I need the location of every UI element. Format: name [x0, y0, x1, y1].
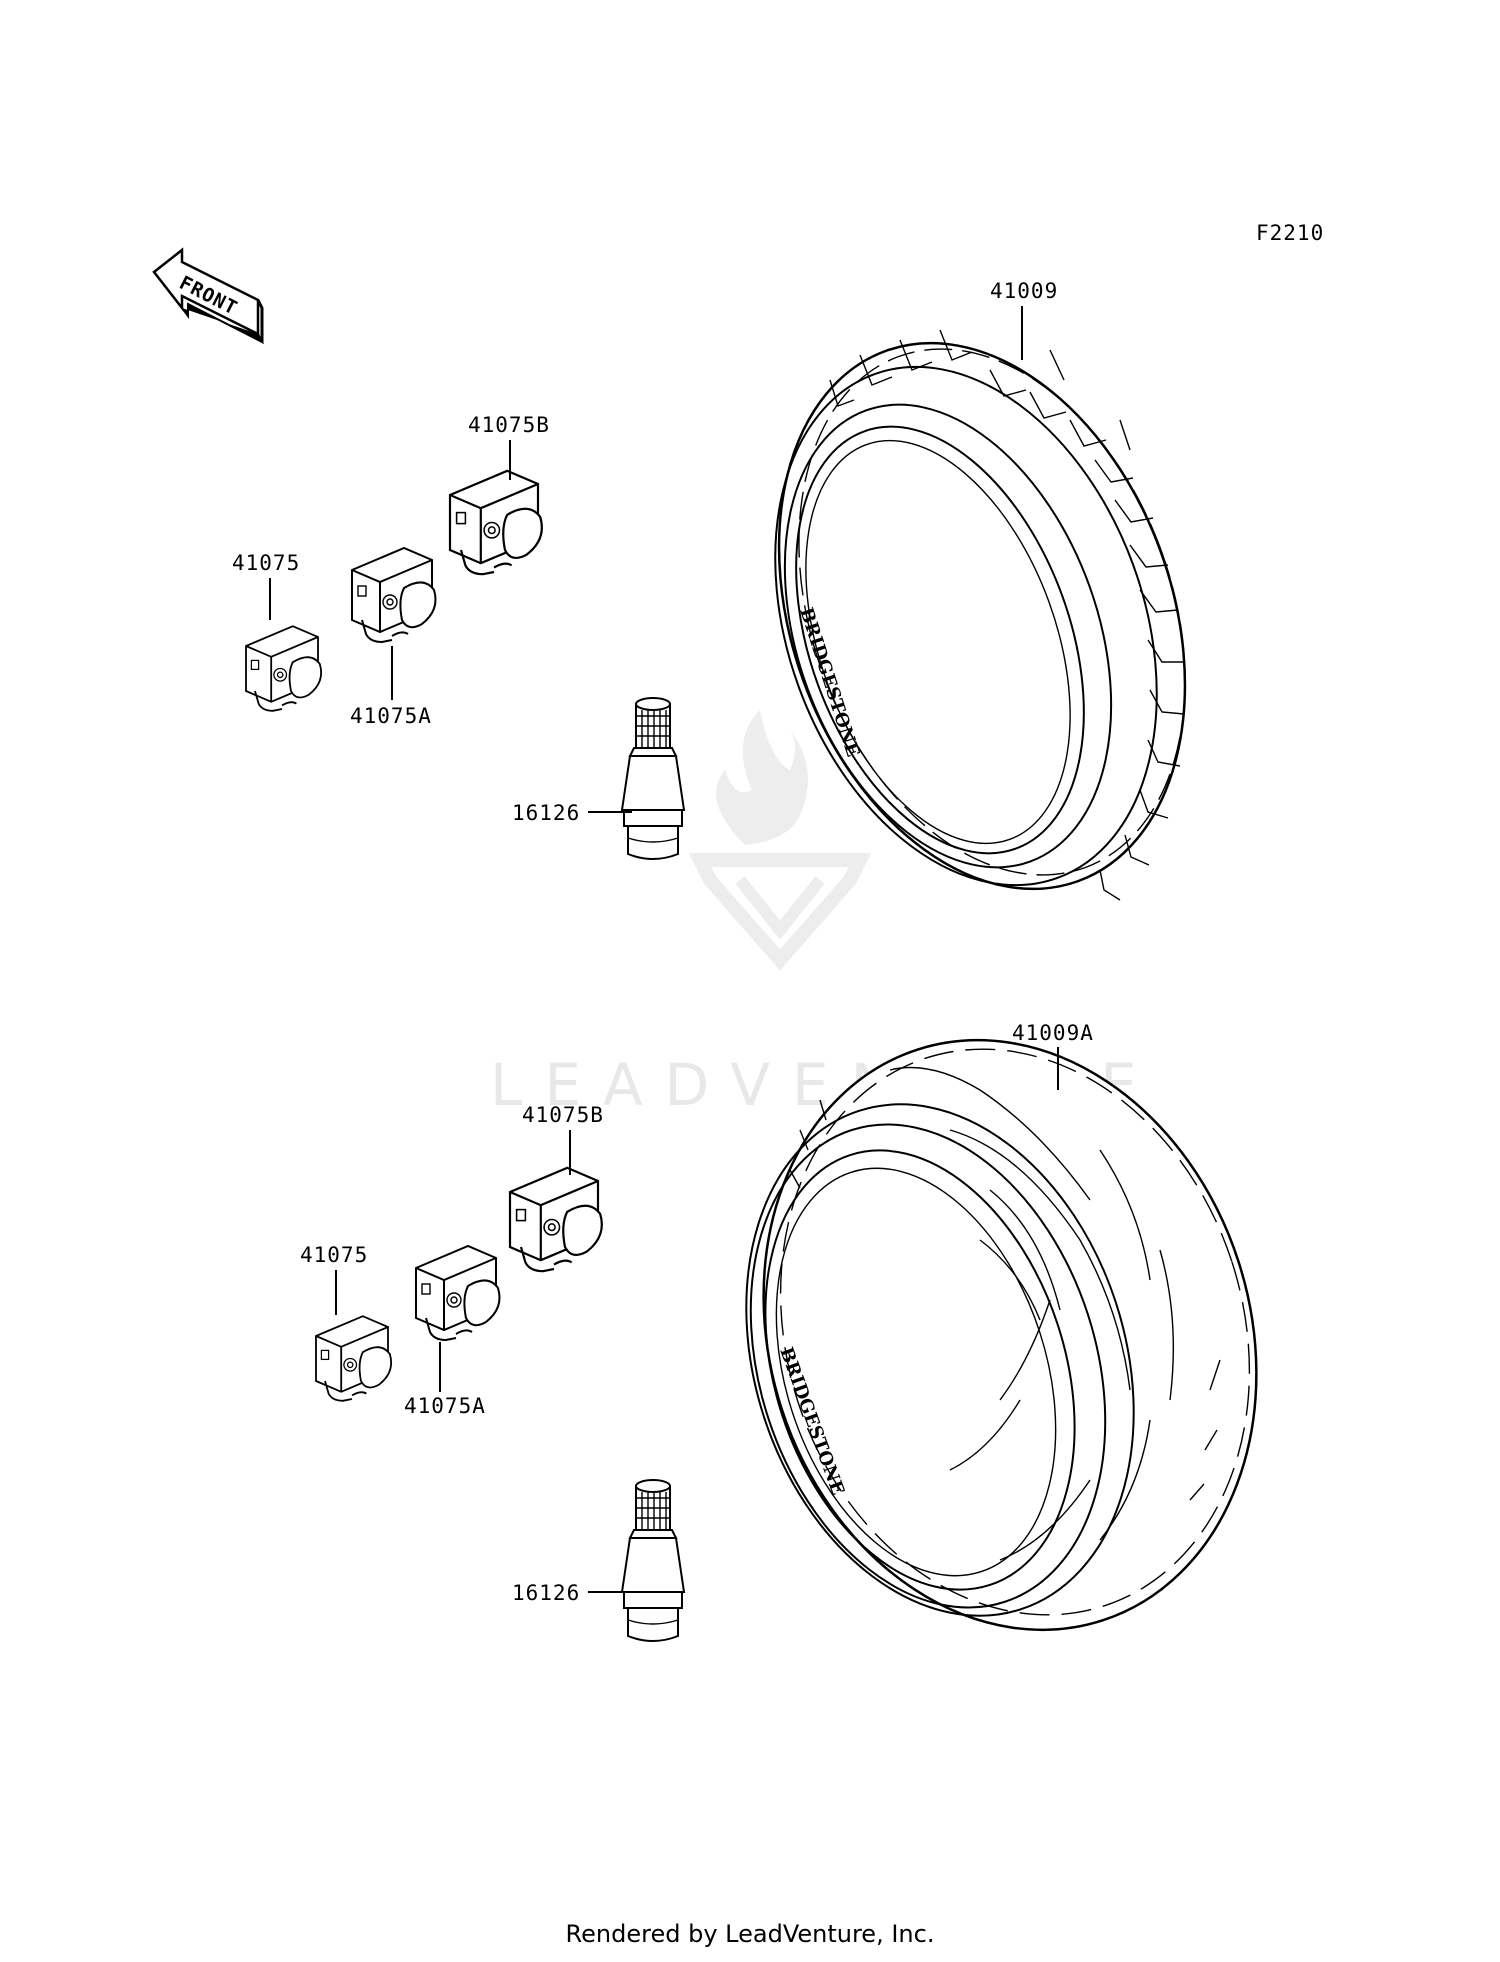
label-lower-16126: 16126	[512, 1581, 580, 1605]
lower-weight-41075B	[508, 1166, 603, 1273]
label-lower-41075: 41075	[300, 1243, 368, 1267]
upper-weight-41075B	[448, 469, 543, 576]
footer-credit: Rendered by LeadVenture, Inc.	[565, 1920, 935, 1948]
label-upper-41075: 41075	[232, 551, 300, 575]
label-upper-41075B: 41075B	[468, 413, 550, 437]
lower-valve-16126	[621, 1479, 685, 1642]
lower-weight-41075	[315, 1315, 393, 1402]
upper-weight-41075A	[351, 547, 437, 643]
upper-valve-16126	[621, 697, 685, 860]
label-lower-41075A: 41075A	[404, 1394, 486, 1418]
diagram-code: F2210	[1256, 221, 1324, 245]
upper-tire-41009: BRIDGESTONE	[774, 329, 1187, 901]
label-upper-16126: 16126	[512, 801, 580, 825]
lower-tire-41009A: BRIDGESTONE	[745, 1038, 1258, 1632]
front-arrow-icon: FRONT	[152, 247, 265, 345]
label-upper-41075A: 41075A	[350, 704, 432, 728]
upper-weight-41075	[245, 625, 323, 712]
label-41009: 41009	[990, 279, 1058, 303]
label-41009A: 41009A	[1012, 1021, 1094, 1045]
lower-weight-41075A	[415, 1245, 501, 1341]
label-lower-41075B: 41075B	[522, 1103, 604, 1127]
